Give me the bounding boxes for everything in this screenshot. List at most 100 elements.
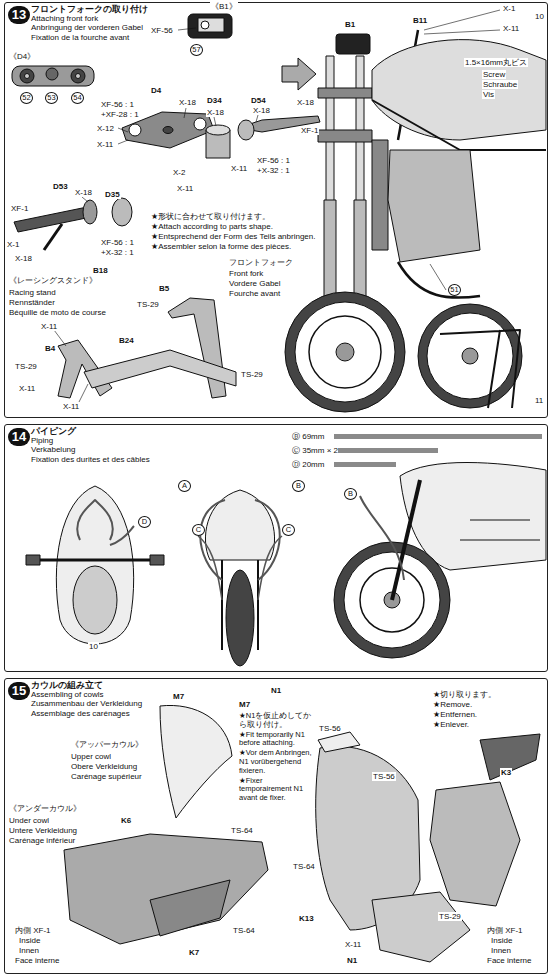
note-text: X-11 [344,940,362,949]
meter-detail [178,14,232,38]
side-view [334,463,546,659]
part-label: B24 [118,336,135,345]
handle-left-part [82,197,88,202]
part-label: B1 [344,20,356,29]
d4-detail [20,69,34,83]
note-text: Under cowl [8,816,50,825]
part-label: M7 [172,692,185,701]
top-bridge-part [194,118,206,130]
rear-wheel [462,348,478,364]
motorcycle-body [372,140,388,250]
top-view [77,500,113,540]
callout-number: A [178,480,191,492]
note-text: X-18 [178,98,197,107]
top-view [56,486,133,644]
callout-number: 52 [20,92,33,104]
note-text: 10 [534,12,545,21]
note-text: Innen [18,946,40,955]
front-view [255,500,280,580]
note-text: Vordere Gabel [228,279,282,288]
step-number: 13 [8,6,30,24]
step-panel: 14パイピングPipingVerkabelungFixation des dur… [4,424,548,672]
scoop-n1 [372,892,470,962]
callout-number: D [138,516,151,528]
handle-right-part [206,125,230,135]
callout-number: C [192,524,205,536]
handle-right-part [214,117,216,126]
note-text: 内側 XF-1 [486,926,524,935]
step-title: Zusammenbau der Verkleidung [31,699,142,708]
part-label: B4 [44,344,56,353]
front-fork [424,30,500,34]
callout-number: 54 [71,92,84,104]
note-text: Face interne [14,956,60,965]
side-view [460,520,540,540]
front-fork [336,34,370,54]
scoop-n1 [372,892,470,962]
rear-wheel [440,330,520,408]
note-text: TS-29 [240,370,264,379]
note-text: Inside [490,936,513,945]
note-text: Obere Verkleidung [70,762,138,771]
step-heading: パイピングPipingVerkabelungFixation des durit… [31,427,150,464]
step-heading: フロントフォークの取り付けAttaching front forkAnbring… [31,5,148,42]
note-text: X-2 [172,168,186,177]
top-bridge-part [118,140,128,144]
part-label: K13 [298,914,315,923]
callout-number: C [282,524,295,536]
note-text: 11 [534,396,544,405]
handle-left-part [83,200,97,224]
note-text: 1.5×16mm丸ビス [464,58,528,67]
step-title: Piping [31,436,150,445]
side-view [392,480,420,600]
front-view [257,560,259,650]
note-text: TS-29 [438,912,462,921]
note-text: Rennständer [8,298,56,307]
side-cowl-k3 [430,782,520,906]
front-view [221,560,223,650]
part-label: M7 [238,700,251,709]
note-text: TS-64 [230,826,254,835]
d4-detail [25,74,30,79]
d4-detail [71,69,85,83]
callout-number: 57 [190,44,203,56]
top-bridge-part [129,124,141,136]
note-text: X-11 [502,24,520,33]
legend-text: Ⓓ 20mm [292,460,324,469]
note-text: TS-29 [14,362,38,371]
callout-number: 51 [448,284,461,296]
note-text: TS-29 [136,300,160,309]
note-text: XF-1 [10,204,29,213]
front-fork [318,88,372,98]
step-title: Fixation de la fourche avant [31,33,148,42]
part-label: B18 [92,266,109,275]
length-legend: Ⓓ 20mm [292,460,324,469]
part-label: B5 [158,284,170,293]
meter-detail [201,21,209,29]
assembly-arrow [282,58,316,90]
d4-detail [12,66,94,86]
note-text: X-12 [96,124,115,133]
step-title: パイピング [31,427,150,436]
tube-length-bar [334,434,542,439]
note-text: XF-56 : 1 [100,100,135,109]
note-text: X-11 [62,402,80,411]
note-text: X-11 [176,184,194,193]
front-fork [424,10,500,30]
under-cowl-k6 [64,834,268,944]
note-text: Screw [482,70,506,79]
part-label: D34 [206,96,223,105]
front-wheel [285,292,405,412]
racing-stand [78,384,88,404]
top-view [26,486,164,644]
note-text: Untere Verkleidung [8,826,78,835]
top-bridge-part [163,127,173,134]
note-text: 《レーシングスタンド》 [8,276,98,285]
top-bridge-part [118,128,128,132]
front-view [198,536,282,600]
note-text: X-1 [502,4,516,13]
motorcycle-body [372,100,546,150]
rear-wheel [418,304,522,408]
note-text: ★Remove. [432,700,473,709]
